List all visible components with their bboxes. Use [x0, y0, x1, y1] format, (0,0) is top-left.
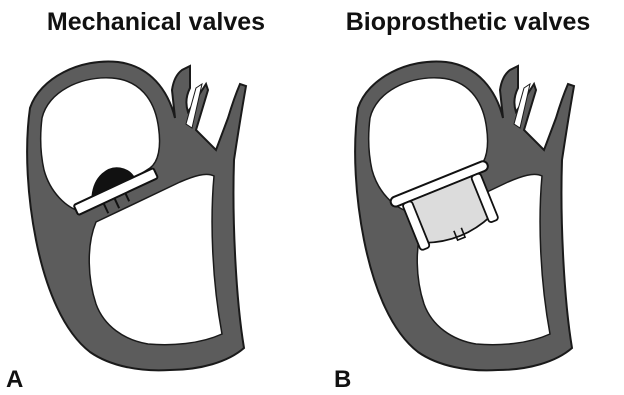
- heart-mechanical-valve-icon: [0, 0, 312, 395]
- heart-bioprosthetic-valve-icon: [312, 0, 624, 395]
- panel-mechanical-valves: Mechanical valves A: [0, 0, 312, 395]
- panel-label-b: B: [334, 366, 351, 394]
- panel-label-a: A: [6, 366, 23, 394]
- panel-bioprosthetic-valves: Bioprosthetic valves B: [312, 0, 624, 395]
